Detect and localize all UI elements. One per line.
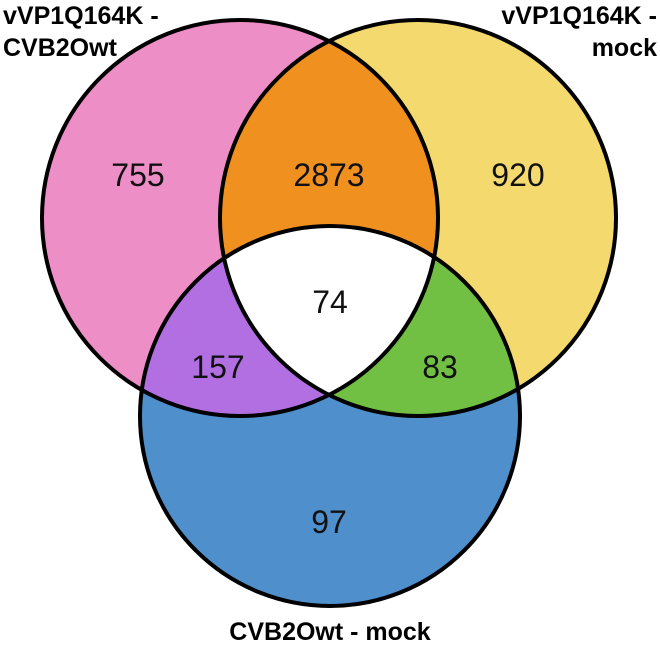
count-abc: 74 xyxy=(312,284,348,320)
count-b-only: 920 xyxy=(491,157,544,193)
set-a-label-line2: CVB2Owt xyxy=(3,34,118,62)
count-c-only: 97 xyxy=(311,504,347,540)
count-ab: 2873 xyxy=(293,157,364,193)
set-b-label-line1: vVP1Q164K - xyxy=(501,2,657,30)
count-ac: 157 xyxy=(191,349,244,385)
set-b-label-line2: mock xyxy=(592,34,657,62)
set-c-outline xyxy=(138,224,522,608)
set-c-label: CVB2Owt - mock xyxy=(229,618,431,645)
set-b-outline xyxy=(218,18,618,418)
set-a-label-line1: vVP1Q164K - xyxy=(3,2,159,30)
count-a-only: 755 xyxy=(111,157,164,193)
set-a-outline xyxy=(40,18,440,418)
count-bc: 83 xyxy=(422,349,458,385)
